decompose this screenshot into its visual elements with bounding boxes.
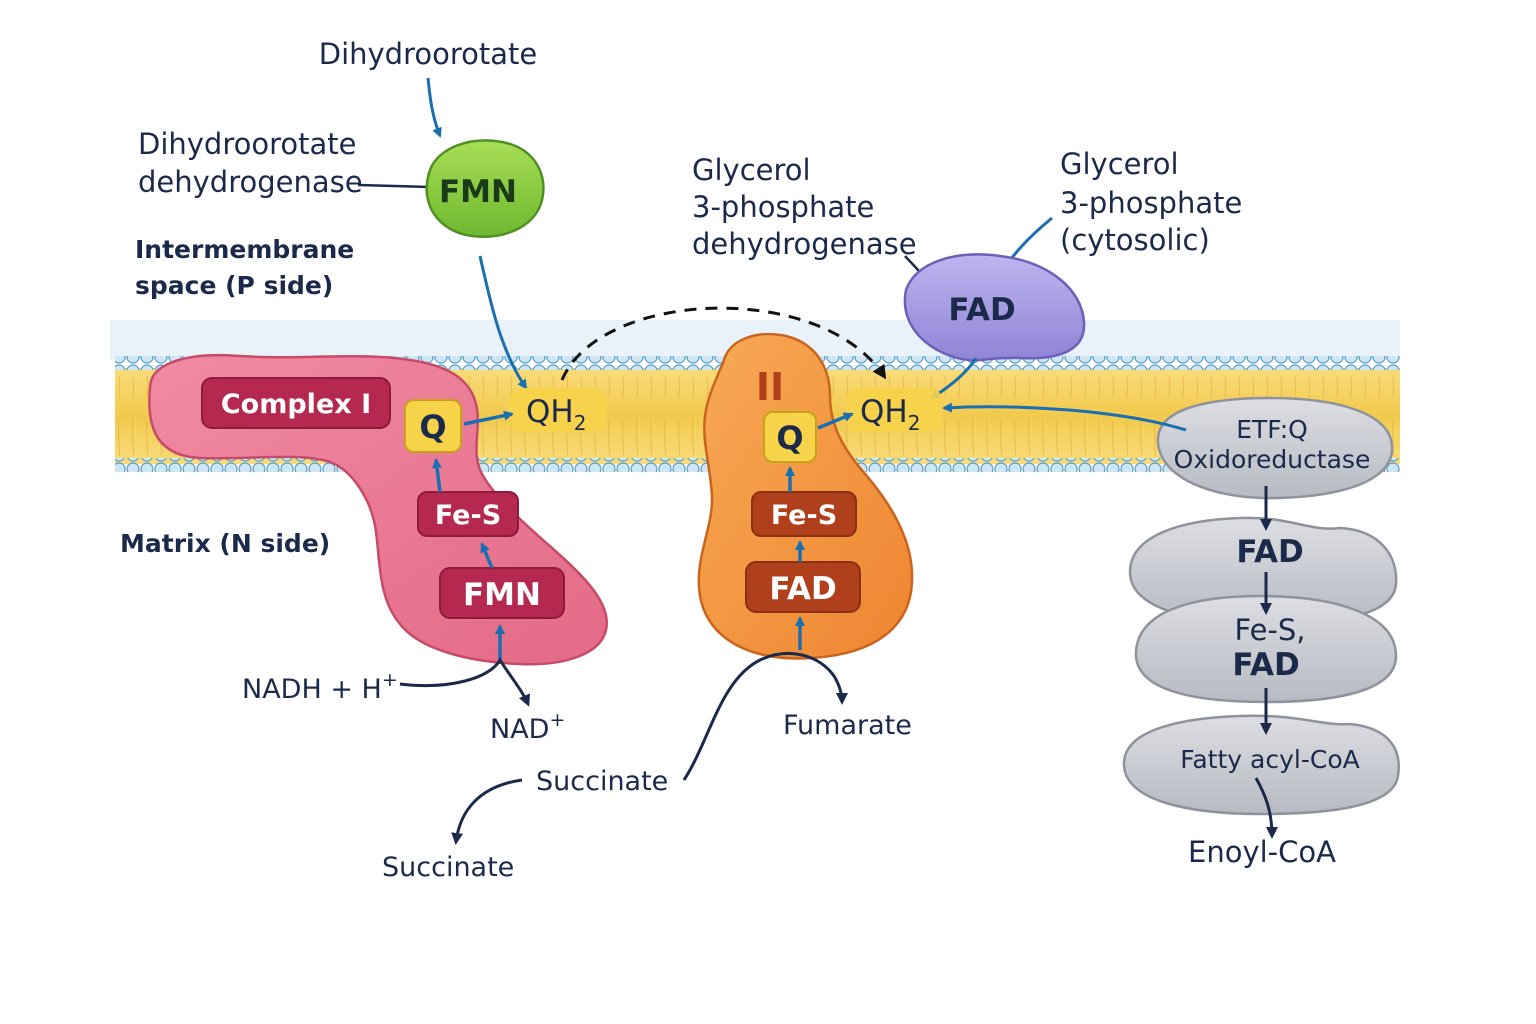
complex-i-fes-label: Fe-S bbox=[435, 500, 501, 531]
etf-fes-fad-body bbox=[1134, 594, 1398, 704]
g3p-label-line2: 3-phosphate bbox=[1060, 186, 1242, 220]
etf-fad-blob: FAD bbox=[1128, 516, 1398, 626]
complex-ii-fad-label: FAD bbox=[769, 571, 836, 607]
dashed-arc-qh2-pool bbox=[560, 306, 887, 381]
ims-label-line2: space (P side) bbox=[135, 271, 333, 300]
dihydroorotate-label: Dihydroorotate bbox=[319, 37, 538, 71]
arrow-fmn-to-fes-i bbox=[480, 542, 494, 569]
g3p-label-line1: Glycerol bbox=[1060, 147, 1179, 181]
dhodh-label-line2: dehydrogenase bbox=[138, 165, 363, 199]
arrow-succinate-to-fumarate bbox=[682, 652, 848, 781]
complex-i-fmn-label: FMN bbox=[463, 577, 541, 613]
qh2-left-label: QH2 bbox=[526, 394, 586, 435]
etf-q-label-line2: Oxidoreductase bbox=[1174, 445, 1371, 474]
complex-i-q-box bbox=[404, 399, 462, 453]
etf-fad-label: FAD bbox=[1236, 534, 1303, 570]
complex-ii-fes-box bbox=[751, 491, 857, 537]
arrow-q-to-qh2-right bbox=[817, 412, 854, 430]
complex-ii-q-label: Q bbox=[776, 419, 803, 457]
complex-ii-q-box bbox=[763, 411, 817, 463]
fatty-acyl-coa-body bbox=[1122, 714, 1400, 816]
complex-i: Complex I Q Fe-S FMN bbox=[148, 353, 609, 666]
complex-ii-fad-box bbox=[745, 561, 861, 613]
fmn-dhodh-blob: FMN bbox=[425, 139, 545, 238]
nad-label: NAD+ bbox=[490, 709, 565, 745]
arrow-nadh-curve bbox=[399, 657, 530, 707]
dhodh-leader-line bbox=[357, 183, 431, 189]
succinate-mid-label: Succinate bbox=[536, 766, 668, 797]
fatty-acyl-coa-blob: Fatty acyl-CoA bbox=[1122, 714, 1400, 816]
qh2-left: QH2 bbox=[510, 388, 606, 435]
complex-i-fes-box bbox=[417, 491, 519, 537]
arrow-fmn-to-qh2-left bbox=[478, 255, 528, 390]
complex-ii: II Q Fe-S FAD bbox=[697, 332, 914, 660]
qh2-right-label: QH2 bbox=[860, 394, 920, 435]
arrow-fatty-to-enoyl bbox=[1254, 777, 1278, 839]
ims-label-line1: Intermembrane bbox=[135, 235, 354, 264]
etf-fes-label-line1: Fe-S, bbox=[1234, 613, 1305, 647]
fumarate-label: Fumarate bbox=[783, 710, 912, 741]
enoyl-coa-label: Enoyl-CoA bbox=[1188, 835, 1336, 869]
arrow-q-to-qh2-left bbox=[463, 410, 514, 426]
arrow-dihydroorotate-to-fmn bbox=[426, 77, 442, 138]
complex-i-fmn-box bbox=[439, 567, 565, 619]
complex-i-q-label: Q bbox=[419, 408, 446, 446]
complex-i-label: Complex I bbox=[221, 389, 371, 420]
arrow-etf-to-qh2 bbox=[942, 402, 1187, 432]
arrow-fes-to-q-i bbox=[432, 458, 442, 493]
qh2-right: QH2 bbox=[846, 388, 942, 435]
fad-g3pdh-label: FAD bbox=[948, 292, 1015, 328]
fatty-acyl-coa-label: Fatty acyl-CoA bbox=[1180, 745, 1359, 774]
etf-fes-label-line2: FAD bbox=[1232, 647, 1299, 683]
fad-g3pdh-blob: FAD bbox=[903, 253, 1086, 362]
fmn-dhodh-label: FMN bbox=[439, 174, 517, 210]
g3pdh-label-line2: 3-phosphate bbox=[692, 190, 874, 224]
g3pdh-label-line3: dehydrogenase bbox=[692, 227, 917, 261]
etf-q-label-line1: ETF:Q bbox=[1236, 415, 1308, 444]
etf-q-oxidoreductase: ETF:Q Oxidoreductase bbox=[1156, 396, 1394, 500]
complex-ii-label: II bbox=[756, 365, 784, 409]
qh2-right-box bbox=[846, 388, 942, 432]
g3p-label-line3: (cytosolic) bbox=[1060, 223, 1210, 257]
arrow-succinate-down bbox=[451, 778, 523, 845]
g3pdh-label-line1: Glycerol bbox=[692, 153, 811, 187]
qh2-left-box bbox=[510, 388, 606, 432]
succinate-low-label: Succinate bbox=[382, 852, 514, 883]
matrix-label: Matrix (N side) bbox=[120, 529, 330, 558]
etf-q-body bbox=[1156, 396, 1394, 500]
dhodh-label-line1: Dihydroorotate bbox=[138, 127, 357, 161]
nadh-label: NADH + H+ bbox=[242, 669, 398, 705]
complex-ii-fes-label: Fe-S bbox=[771, 500, 837, 531]
complex-i-label-box bbox=[201, 377, 391, 429]
etf-fes-fad-blob: Fe-S, FAD bbox=[1134, 594, 1398, 704]
